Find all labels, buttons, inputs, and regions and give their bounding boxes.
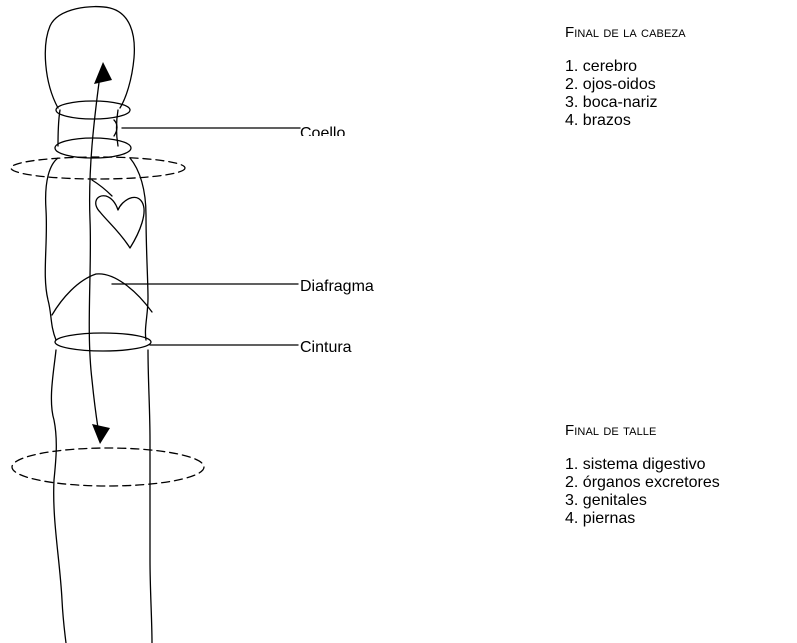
waist-end-list: 1. sistema digestivo 2. órganos excretor… bbox=[565, 456, 720, 528]
lower-body-left-side bbox=[51, 350, 66, 643]
list-item: 1. sistema digestivo bbox=[565, 456, 720, 474]
lower-body-right-side bbox=[148, 350, 152, 643]
neck-left-side bbox=[58, 110, 60, 146]
diaphragm-label: Diafragma bbox=[300, 278, 374, 295]
head-end-panel: Final de la cabeza 1. cerebro 2. ojos-oi… bbox=[565, 24, 686, 130]
arrow-down-head bbox=[92, 424, 110, 444]
waist-ring bbox=[55, 333, 151, 351]
list-item: 4. brazos bbox=[565, 112, 686, 130]
waist-end-title: Final de talle bbox=[565, 422, 720, 440]
energy-line-loop bbox=[92, 180, 112, 196]
list-item: 3. genitales bbox=[565, 492, 720, 510]
heart-shape bbox=[96, 196, 144, 248]
torso-left-side bbox=[45, 158, 58, 340]
neck-label-crop bbox=[298, 136, 378, 144]
head-end-dashed-ring bbox=[11, 157, 185, 179]
list-item: 2. órganos excretores bbox=[565, 474, 720, 492]
waist-label: Cintura bbox=[300, 339, 352, 356]
list-item: 3. boca-nariz bbox=[565, 94, 686, 112]
list-item: 1. cerebro bbox=[565, 58, 686, 76]
neck-ring-upper bbox=[56, 101, 130, 119]
list-item: 2. ojos-oidos bbox=[565, 76, 686, 94]
waist-end-dashed-ring bbox=[12, 448, 204, 486]
list-item: 4. piernas bbox=[565, 510, 720, 528]
head-end-list: 1. cerebro 2. ojos-oidos 3. boca-nariz 4… bbox=[565, 58, 686, 130]
arrow-up-head bbox=[94, 62, 112, 84]
waist-end-panel: Final de talle 1. sistema digestivo 2. ó… bbox=[565, 422, 720, 528]
diaphragm-arc bbox=[52, 274, 152, 315]
head-end-title: Final de la cabeza bbox=[565, 24, 686, 42]
energy-line bbox=[89, 75, 100, 428]
head-outline bbox=[45, 7, 134, 108]
torso-right-side bbox=[130, 158, 148, 340]
